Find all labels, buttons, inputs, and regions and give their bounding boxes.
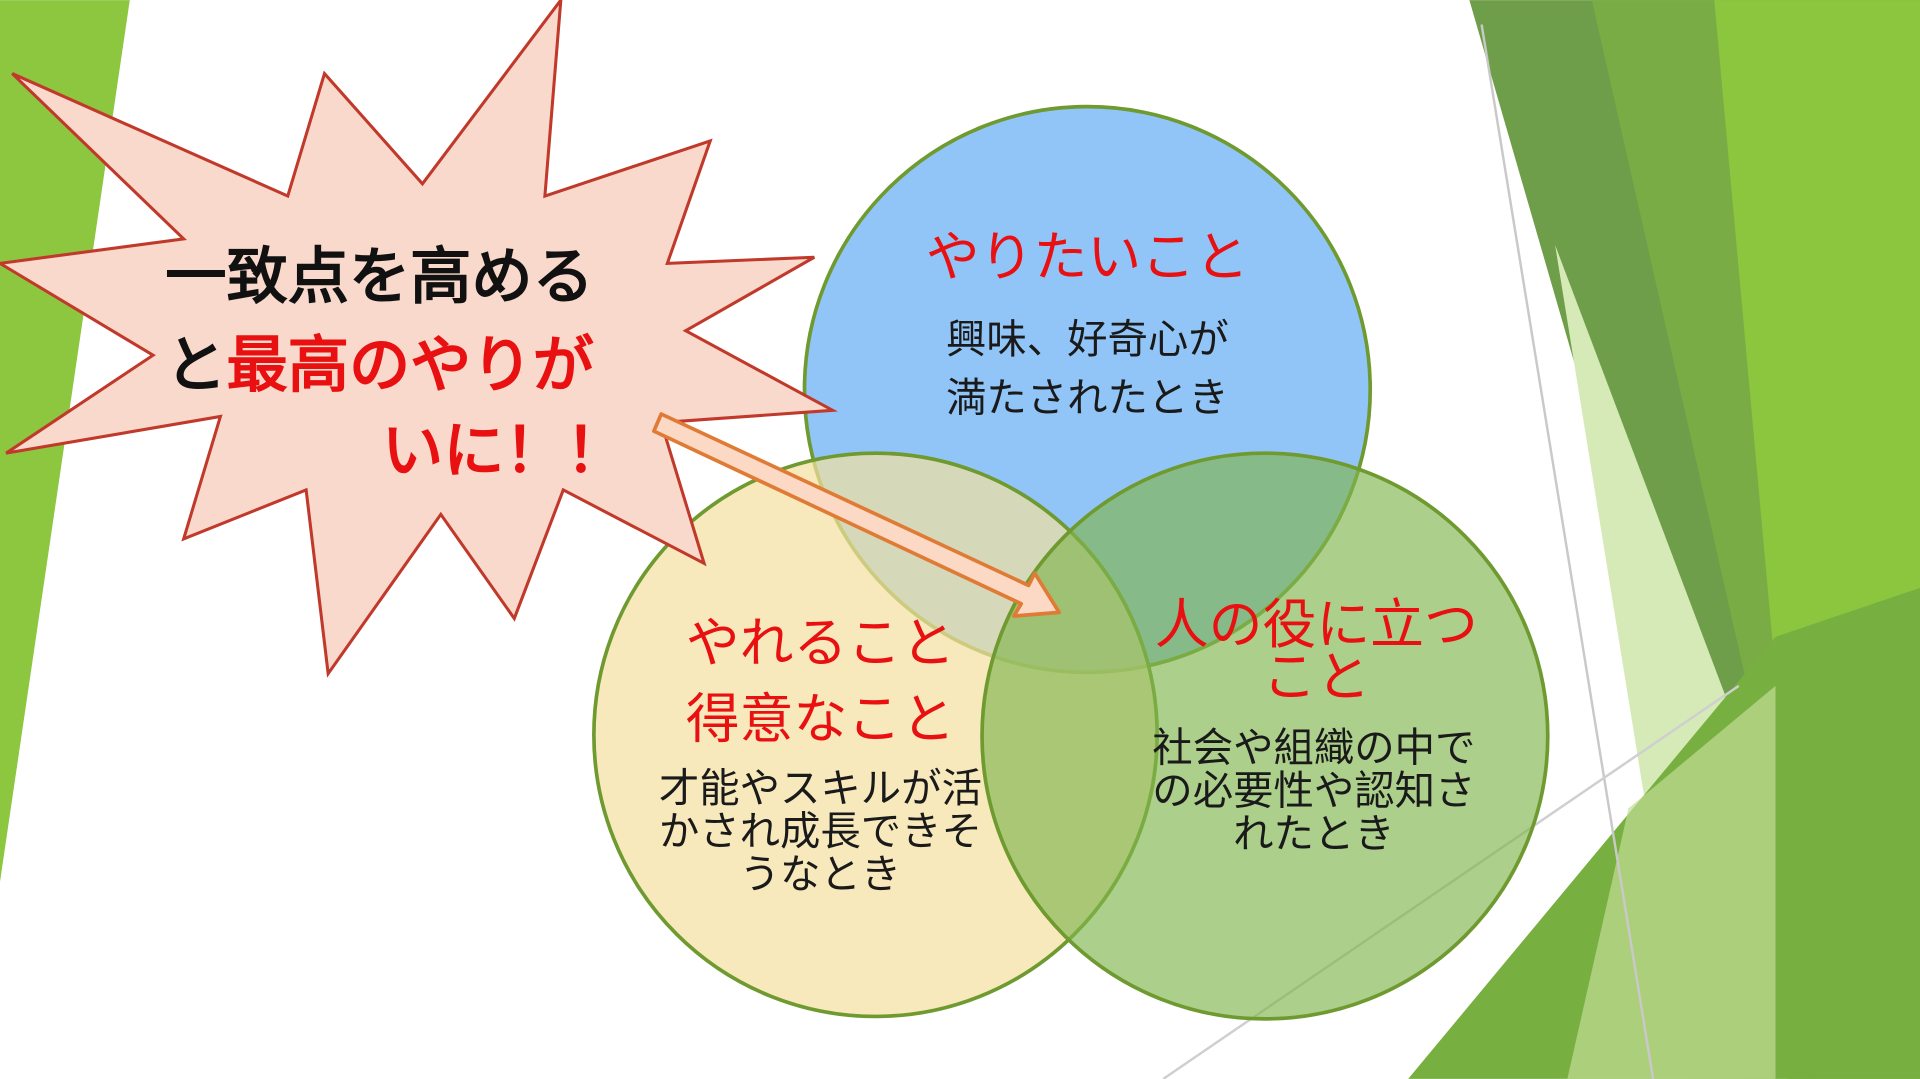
callout-line-2: と最高のやりが — [165, 330, 594, 401]
circle-help — [980, 451, 1550, 1021]
want-desc-1: 興味、好奇心が — [946, 315, 1229, 363]
help-desc-1: 社会や組織の中で — [1152, 724, 1475, 772]
callout-line-3: いに！！ — [382, 416, 627, 487]
can-title-2: 得意なこと — [686, 687, 955, 750]
help-desc-2: の必要性や認知さ — [1152, 767, 1475, 815]
can-desc-2: かされ成長できそ — [659, 807, 982, 855]
help-desc-3: れたとき — [1233, 809, 1395, 857]
starburst-callout — [0, 0, 838, 678]
arrow-icon — [652, 412, 1062, 618]
callout-line-1: 一致点を高める — [165, 242, 594, 313]
callout-line-2-red: 最高のやりが — [227, 330, 594, 401]
help-title-2: こと — [1262, 646, 1370, 709]
want-title: やりたいこと — [926, 226, 1249, 289]
can-desc-3: うなとき — [740, 850, 902, 898]
want-desc-2: 満たされたとき — [946, 374, 1229, 422]
help-title-1: 人の役に立つ — [1155, 593, 1478, 656]
can-desc-1: 才能やスキルが活 — [659, 764, 982, 812]
callout-line-2-black: と — [165, 330, 226, 401]
can-title-1: やれること — [686, 611, 955, 674]
